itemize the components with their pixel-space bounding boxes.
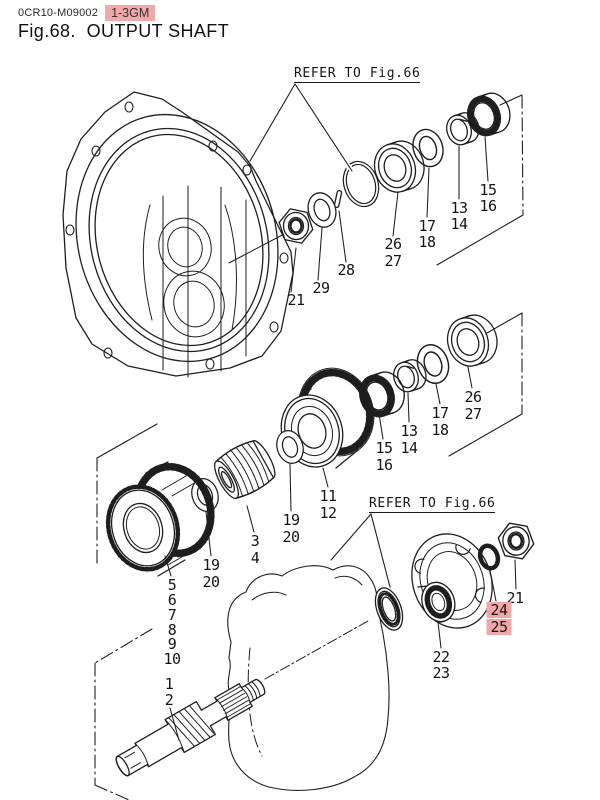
bolt-holes [65,101,289,370]
gear-housing [62,91,294,378]
leader-lines-bottom [169,559,517,741]
figure-title: Fig.68. OUTPUT SHAFT [18,21,230,41]
refer-bottom-leaders [330,513,391,588]
gear-cluster-5-10 [105,461,215,577]
model-tag-badge: 1-3GM [105,5,156,21]
leader-lines-upper [164,136,489,577]
shaft-axis-line [264,620,369,680]
housing-ribs [142,185,247,378]
refer-top-leaders [249,83,353,172]
o-ring-24-25 [477,543,501,571]
coupling-flange-22-23 [411,533,493,629]
bearing-26-27-mid [440,309,504,373]
locknut-21-top [228,206,315,264]
pin-28 [333,189,343,209]
output-shaft-1-2 [115,678,266,777]
boundary-lines [94,94,524,800]
oil-seal [374,587,404,631]
page-header: 0CR10-M09002 1-3GM [18,5,156,21]
doc-code: 0CR10-M09002 [18,7,99,19]
threaded-sleeve-3-4 [213,440,276,500]
clutch-case-outline [227,565,390,791]
locknut-21-bottom [495,519,537,563]
